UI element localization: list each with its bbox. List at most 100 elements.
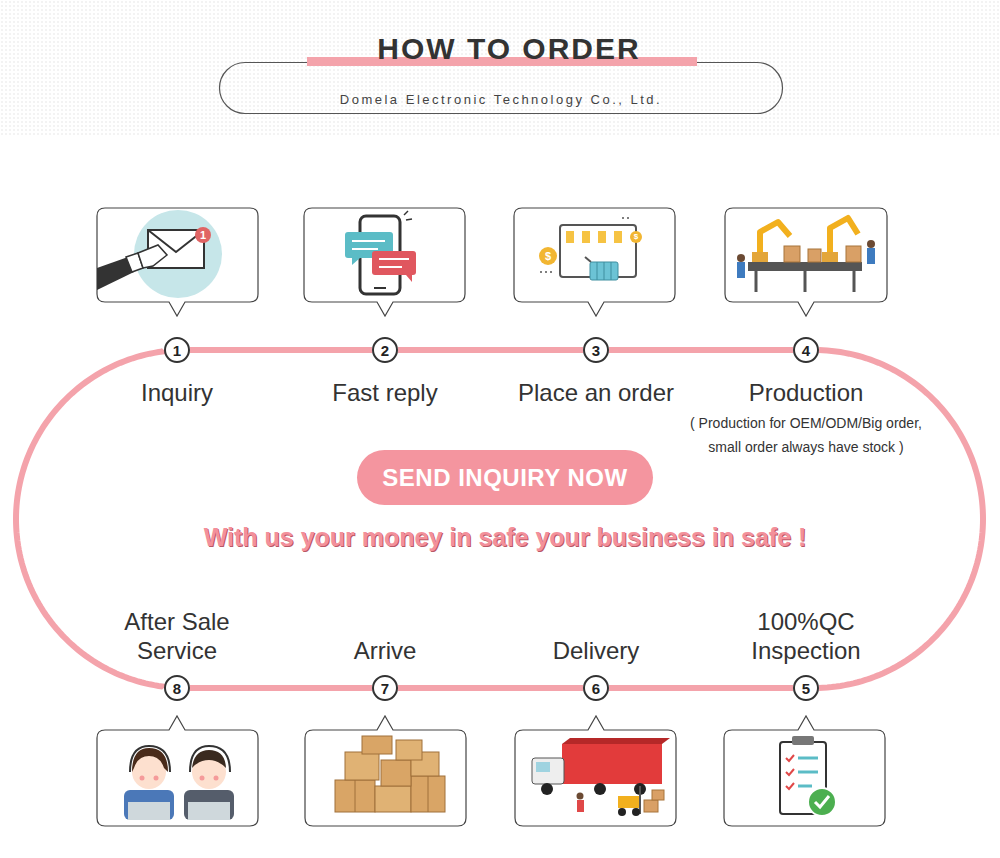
envelope-icon	[97, 210, 222, 298]
phone-icon	[352, 240, 385, 242]
title: HOW TO ORDER	[259, 31, 759, 67]
dotted-header	[0, 0, 1000, 135]
clipboard-icon	[792, 736, 814, 745]
company-name: Domela Electronic Technology Co., Ltd.	[219, 92, 783, 108]
truck-icon	[594, 783, 606, 795]
step-label: After Sale Service	[102, 607, 252, 665]
step-circle: 8	[164, 675, 190, 701]
phone-icon	[406, 275, 412, 282]
callout-box	[97, 208, 887, 826]
boxes-icon	[381, 760, 411, 786]
factory-icon	[784, 246, 800, 262]
step-number: 2	[381, 343, 389, 358]
support-staff-icon	[200, 776, 205, 781]
truck-icon	[536, 762, 550, 772]
step-note: ( Production for OEM/ODM/Big order, smal…	[675, 411, 937, 459]
step-number: 1	[173, 343, 181, 358]
company-pill: Domela Electronic Technology Co., Ltd.	[219, 62, 783, 114]
truck-icon	[532, 758, 564, 784]
phone-icon	[404, 211, 408, 215]
support-staff-icon	[124, 790, 174, 820]
clipboard-icon	[786, 755, 794, 761]
clipboard-icon	[798, 771, 818, 774]
phone-icon	[379, 266, 402, 268]
clipboard-icon	[786, 769, 794, 775]
callout-box	[725, 208, 887, 316]
track-line	[190, 347, 372, 353]
support-staff-icon	[188, 802, 230, 820]
order-step: 7Arrive	[245, 636, 525, 701]
phone-icon	[352, 248, 378, 250]
inquiry-button: SEND INQUIRY NOW	[357, 450, 653, 505]
factory-icon	[737, 262, 745, 278]
callout-box	[304, 208, 465, 316]
envelope-icon	[138, 245, 167, 268]
truck-icon	[652, 790, 664, 800]
factory-icon	[755, 271, 758, 292]
step-circle: 4	[793, 337, 819, 363]
truck-icon	[618, 796, 640, 808]
shop-icon	[539, 247, 557, 265]
truck-icon	[541, 783, 553, 795]
factory-icon	[737, 218, 875, 292]
truck-icon	[577, 793, 584, 800]
support-staff-icon	[190, 746, 230, 772]
order-step: 3Place an order	[456, 337, 736, 407]
truck-icon	[562, 738, 670, 744]
order-step: 1Inquiry	[37, 337, 317, 407]
step-label: Production	[749, 378, 864, 407]
boxes-icon	[355, 780, 356, 812]
factory-icon	[808, 249, 821, 262]
track-line	[398, 685, 583, 691]
shop-icon	[566, 231, 630, 243]
clipboard-icon	[798, 757, 818, 760]
phone-icon	[372, 251, 416, 275]
factory-icon	[804, 271, 807, 292]
factory-icon	[748, 262, 862, 271]
track-line	[609, 685, 793, 691]
factory-icon	[867, 248, 875, 264]
phone-icon	[406, 219, 412, 220]
truck-icon	[632, 808, 640, 816]
envelope-icon	[195, 227, 211, 243]
support-staff-icon	[130, 746, 170, 772]
step-label: Delivery	[553, 636, 640, 665]
step-label: Inquiry	[141, 378, 213, 407]
support-staff-icon	[124, 746, 234, 820]
truck-icon	[618, 808, 626, 816]
coin-symbol: $	[545, 251, 551, 262]
boxes-icon	[411, 776, 445, 812]
shop-icon	[630, 231, 642, 243]
clipboard-icon	[815, 796, 829, 807]
shop-icon	[585, 257, 591, 262]
track-line	[609, 347, 793, 353]
boxes-icon	[335, 736, 445, 812]
badge-number: 1	[200, 230, 206, 241]
support-staff-icon	[140, 776, 145, 781]
slogan: With us your money in safe your business…	[204, 523, 807, 552]
boxes-icon	[375, 786, 411, 812]
shop-icon	[590, 262, 618, 280]
button-label: SEND INQUIRY NOW	[382, 464, 627, 492]
order-step: 5100%QC Inspection	[666, 607, 946, 701]
step-label: Fast reply	[332, 378, 437, 407]
step-circle: 3	[583, 337, 609, 363]
step-number: 5	[802, 681, 810, 696]
step-number: 8	[173, 681, 181, 696]
step-circle: 1	[164, 337, 190, 363]
step-circle: 5	[793, 675, 819, 701]
coin-symbol: $	[634, 233, 638, 241]
phone-icon	[345, 211, 416, 294]
boxes-icon	[335, 780, 375, 812]
step-number: 7	[381, 681, 389, 696]
factory-icon	[846, 246, 861, 262]
shop-icon	[540, 271, 552, 273]
callout-box	[97, 208, 258, 316]
clipboard-icon	[786, 783, 794, 789]
step-circle: 2	[372, 337, 398, 363]
factory-icon	[867, 240, 875, 248]
factory-icon	[822, 252, 838, 262]
factory-icon	[853, 271, 856, 292]
